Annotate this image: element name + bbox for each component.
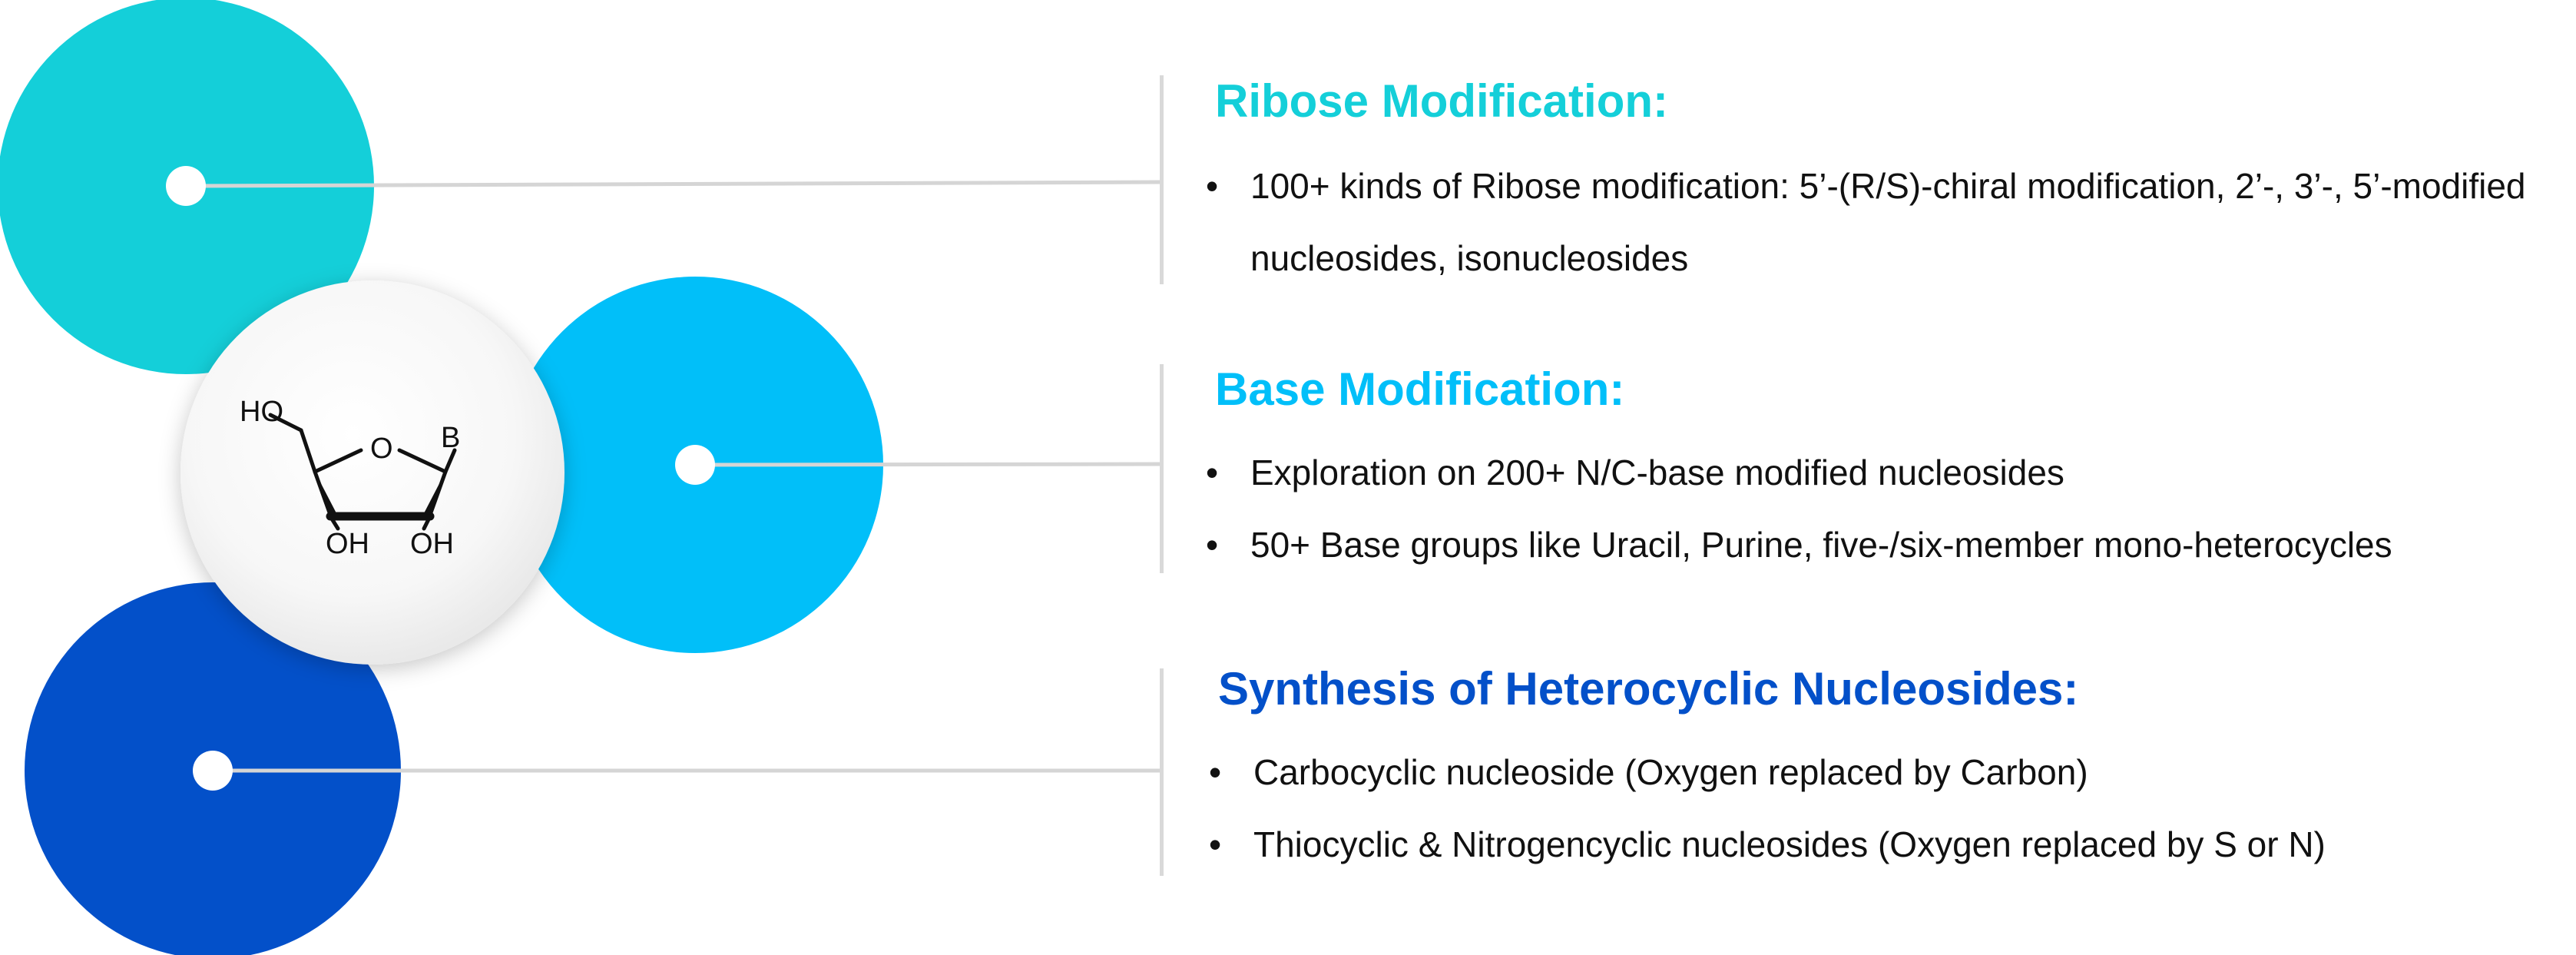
label-oh-right: OH <box>410 528 454 560</box>
ribose-bullet-1: 100+ kinds of Ribose modification: 5’-(R… <box>1250 166 2526 278</box>
ribose-separator <box>1160 75 1164 284</box>
ribose-bullets: • 100+ kinds of Ribose modification: 5’-… <box>1198 150 2556 294</box>
ribose-connector <box>185 180 1162 188</box>
base-connector <box>694 462 1162 467</box>
list-item: • Exploration on 200+ N/C-base modified … <box>1198 436 2392 509</box>
base-bullet-1: Exploration on 200+ N/C-base modified nu… <box>1250 453 2064 492</box>
ribose-dot <box>166 166 206 206</box>
heterocyclic-title: Synthesis of Heterocyclic Nucleosides: <box>1218 663 2079 715</box>
base-dot <box>675 445 715 485</box>
bullet-dot: • <box>1209 824 1222 864</box>
heterocyclic-dot <box>193 751 233 791</box>
label-o: O <box>370 433 393 465</box>
bullet-dot: • <box>1209 752 1222 792</box>
bullet-dot: • <box>1206 453 1219 492</box>
list-item: • 100+ kinds of Ribose modification: 5’-… <box>1198 150 2556 294</box>
heterocyclic-bullets: • Carbocyclic nucleoside (Oxygen replace… <box>1201 736 2326 880</box>
base-bullets: • Exploration on 200+ N/C-base modified … <box>1198 436 2392 581</box>
structure-circle <box>180 280 565 665</box>
base-bullet-2: 50+ Base groups like Uracil, Purine, fiv… <box>1250 525 2392 565</box>
bullet-dot: • <box>1206 525 1219 565</box>
label-oh-left: OH <box>326 528 369 560</box>
list-item: • 50+ Base groups like Uracil, Purine, f… <box>1198 509 2392 581</box>
heterocyclic-bullet-1: Carbocyclic nucleoside (Oxygen replaced … <box>1253 752 2088 792</box>
heterocyclic-bullet-2: Thiocyclic & Nitrogencyclic nucleosides … <box>1253 824 2326 864</box>
ribose-title: Ribose Modification: <box>1215 75 1668 127</box>
base-title: Base Modification: <box>1215 363 1625 415</box>
bullet-dot: • <box>1206 166 1219 206</box>
heterocyclic-separator <box>1160 668 1164 876</box>
list-item: • Thiocyclic & Nitrogencyclic nucleoside… <box>1201 808 2326 880</box>
base-separator <box>1160 364 1164 573</box>
label-b: B <box>441 422 460 454</box>
label-ho: HO <box>240 396 283 428</box>
list-item: • Carbocyclic nucleoside (Oxygen replace… <box>1201 736 2326 808</box>
